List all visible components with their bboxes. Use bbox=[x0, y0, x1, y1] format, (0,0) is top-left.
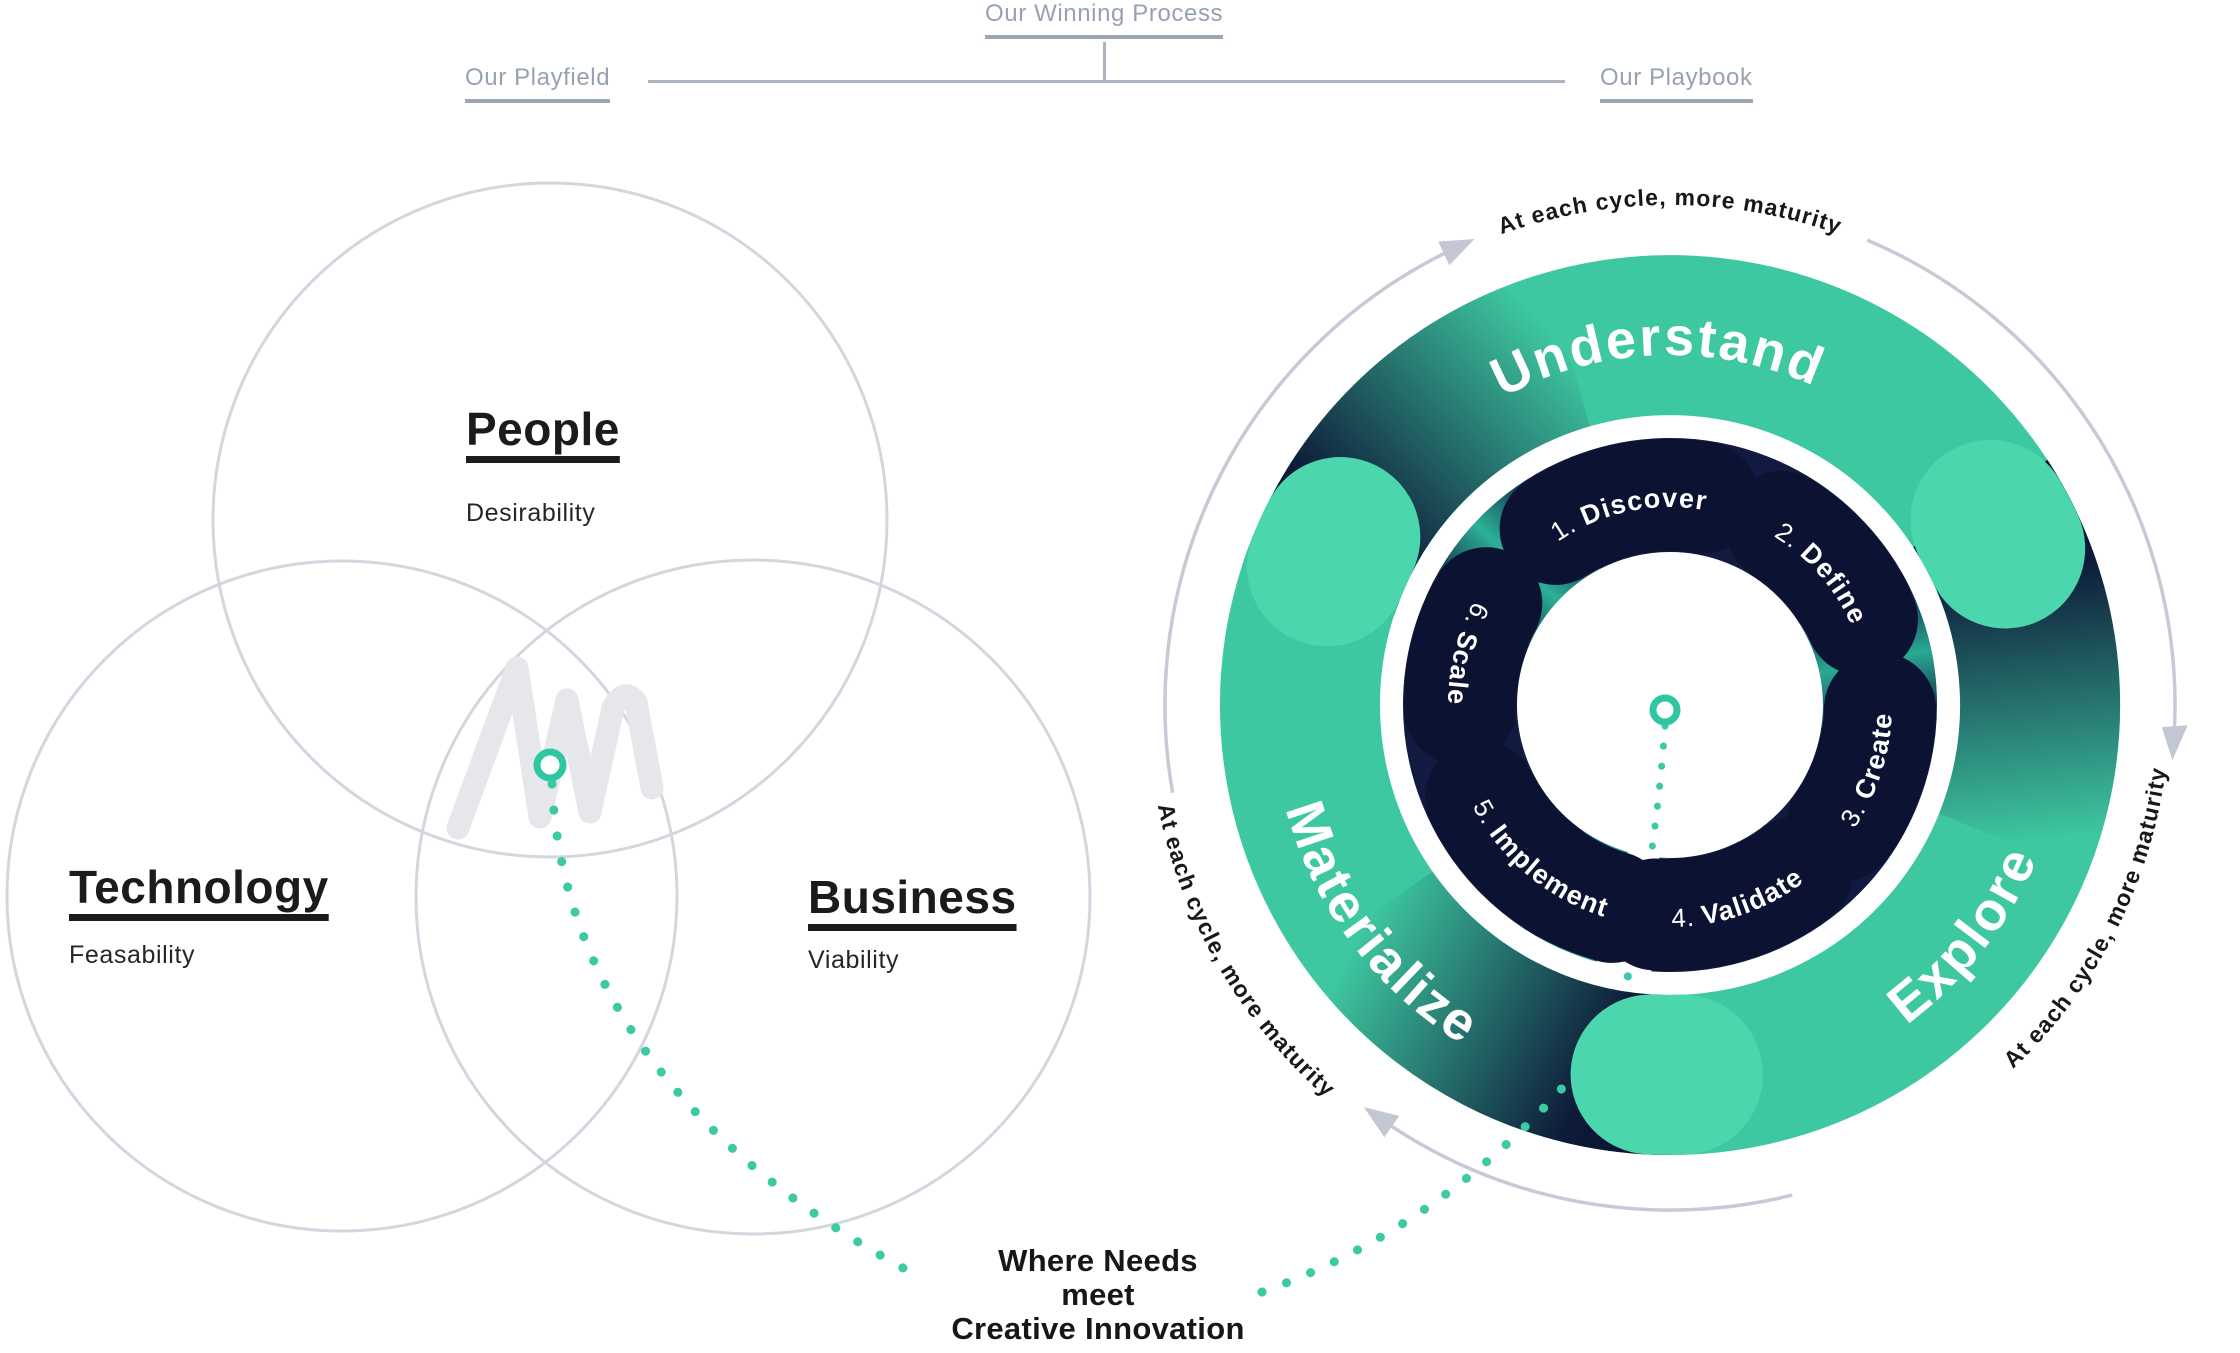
m-logo-watermark-icon bbox=[446, 656, 664, 840]
phase-ring bbox=[1219, 255, 2121, 1155]
callout-line-1: Where Needs bbox=[998, 1243, 1198, 1278]
step-pill-implement bbox=[1425, 741, 1669, 963]
nav-connector-horizontal bbox=[648, 80, 1565, 83]
venn-diagram bbox=[5, 181, 1092, 1281]
arrowhead-right-icon bbox=[2161, 725, 2188, 761]
arrowhead-bottom-icon bbox=[1363, 1107, 1400, 1138]
step-pill-create bbox=[1786, 652, 1936, 882]
technology-title: Technology bbox=[69, 861, 329, 913]
venn-circle-business bbox=[414, 558, 1092, 1236]
people-subtitle: Desirability bbox=[466, 499, 596, 527]
callout-line-3: Creative Innovation bbox=[951, 1311, 1245, 1346]
dotted-connector-process bbox=[1257, 722, 1669, 1297]
cycle-arrow-top-left bbox=[1163, 245, 1458, 794]
nav-link-playfield[interactable]: Our Playfield bbox=[465, 64, 611, 103]
step-pill-validate bbox=[1599, 816, 1853, 971]
cycle-note-top: At each cycle, more maturity bbox=[1494, 184, 1845, 239]
step-pill-define bbox=[1725, 470, 1918, 676]
dotted-connector-outer bbox=[1257, 1080, 1570, 1297]
step-pill-discover bbox=[1499, 439, 1759, 585]
venn-circle-people bbox=[211, 181, 889, 859]
nav-link-winning-process[interactable]: Our Winning Process bbox=[985, 0, 1224, 39]
venn-circle-technology bbox=[5, 559, 679, 1233]
venn-label-technology: Technology bbox=[69, 860, 329, 914]
business-title: Business bbox=[808, 871, 1017, 923]
nav-link-playbook[interactable]: Our Playbook bbox=[1600, 64, 1753, 103]
cycle-arrow-bottom bbox=[1379, 1117, 1793, 1212]
venn-label-people: People bbox=[466, 402, 620, 456]
cycle-arrow-right bbox=[1866, 238, 2177, 741]
process-center-marker bbox=[1649, 694, 1681, 726]
venn-label-business: Business bbox=[808, 870, 1017, 924]
venn-center-marker bbox=[533, 748, 567, 782]
dotted-connector-inner bbox=[1647, 722, 1669, 860]
arrowhead-top-icon bbox=[1438, 239, 1475, 266]
technology-subtitle: Feasability bbox=[69, 941, 196, 969]
callout-line-2: meet bbox=[1061, 1277, 1135, 1312]
people-title: People bbox=[466, 403, 620, 455]
business-subtitle: Viability bbox=[808, 946, 900, 974]
phase-cap-understand bbox=[1910, 440, 2086, 629]
step-pills bbox=[1404, 439, 1936, 971]
callout-text: Where Needs meet Creative Innovation bbox=[898, 1244, 1298, 1346]
phase-cap-materialize bbox=[1247, 457, 1421, 647]
dotted-connector-venn bbox=[547, 779, 923, 1281]
nav-connector-vertical bbox=[1103, 42, 1106, 82]
step-pill-scale bbox=[1404, 547, 1543, 765]
